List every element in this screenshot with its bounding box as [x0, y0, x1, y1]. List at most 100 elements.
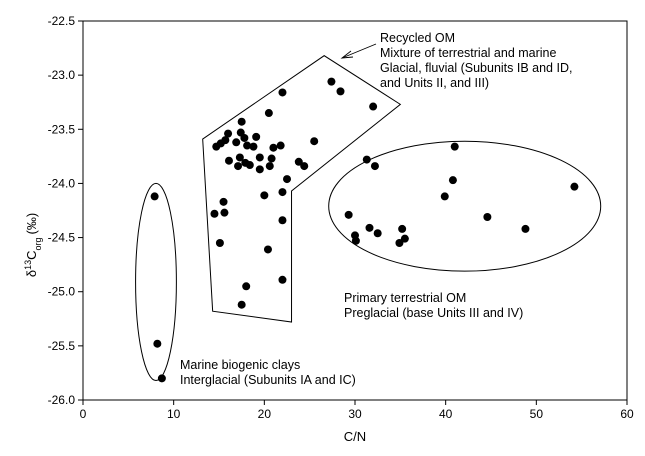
y-tick-label: -23.5 [48, 122, 76, 136]
data-point [294, 157, 303, 166]
data-point [224, 129, 233, 138]
data-point [157, 374, 166, 383]
y-axis-title-delta: δ [24, 270, 39, 277]
region-outlines [135, 55, 602, 382]
data-point [264, 109, 273, 118]
data-point [263, 245, 272, 254]
data-point [448, 176, 457, 185]
data-point [398, 224, 407, 233]
data-point [237, 117, 246, 126]
y-axis-title: δ13Corg (‰) [23, 213, 43, 277]
data-point [400, 234, 409, 243]
data-point [232, 138, 241, 147]
annotation-recycled-om-line-1: Recycled OM [380, 31, 455, 45]
data-point [150, 192, 159, 201]
data-point [365, 223, 374, 232]
data-point [278, 188, 287, 197]
y-tick-label: -25.5 [48, 339, 76, 353]
annotation-primary-terrestrial-om-line-2: Preglacial (base Units III and IV) [344, 306, 523, 320]
data-point [210, 209, 219, 218]
annotation-arrow-head [340, 50, 354, 59]
data-point [440, 192, 449, 201]
data-point [245, 161, 254, 170]
data-point [327, 77, 336, 86]
data-point [369, 102, 378, 111]
y-axis-title-superscript: 13 [23, 260, 33, 270]
y-tick-label: -24.5 [48, 231, 76, 245]
annotation-primary-terrestrial-om-line-1: Primary terrestrial OM [344, 291, 466, 305]
y-tick-label: -25.0 [48, 285, 76, 299]
data-point [310, 137, 319, 146]
data-point [276, 141, 285, 150]
data-point [255, 165, 264, 174]
annotation-recycled-om-line-3: Glacial, fluvial (Subunits IB and ID, [380, 61, 572, 75]
data-point [249, 142, 258, 151]
data-point [235, 153, 244, 162]
annotation-arrow-line [341, 43, 377, 59]
x-tick-label: 20 [258, 407, 272, 421]
data-point [362, 155, 371, 164]
marine-biogenic-clays-region [135, 182, 177, 382]
data-point [221, 136, 230, 145]
data-point [243, 141, 252, 150]
data-point [153, 339, 162, 348]
y-tick-label: -24.0 [48, 176, 76, 190]
data-point [370, 162, 379, 171]
data-point [215, 238, 224, 247]
data-point [260, 191, 269, 200]
data-point [278, 88, 287, 97]
x-tick-label: 60 [620, 407, 634, 421]
data-point [219, 197, 228, 206]
data-point [336, 87, 345, 96]
annotation-marine-biogenic-clays-line-2: Interglacial (Subunits IA and IC) [180, 373, 356, 387]
data-point [351, 236, 360, 245]
data-point [344, 210, 353, 219]
x-tick-label: 40 [439, 407, 453, 421]
recycled-om-region [202, 55, 402, 323]
data-point [220, 208, 229, 217]
y-tick-label: -23.0 [48, 68, 76, 82]
data-point [300, 162, 309, 171]
data-point [373, 229, 382, 238]
arrow-to-recycled-region [340, 43, 377, 59]
data-points [150, 77, 579, 383]
data-point [450, 142, 459, 151]
data-point [255, 153, 264, 162]
svg-text:δ13Corg(‰): δ13Corg (‰) [23, 213, 43, 277]
data-point [570, 182, 579, 191]
data-point [521, 224, 530, 233]
primary-terrestrial-om-region [328, 140, 602, 272]
data-point [265, 162, 274, 171]
plot-frame [82, 20, 628, 401]
data-point [269, 143, 278, 152]
x-tick-label: 50 [530, 407, 544, 421]
y-axis-title-unit: (‰) [24, 213, 39, 235]
y-tick-label: -26.0 [48, 393, 76, 407]
data-point [242, 282, 251, 291]
y-tick-label: -22.5 [48, 14, 76, 28]
x-axis-title: C/N [344, 429, 366, 444]
annotation-marine-biogenic-clays: Marine biogenic clays Interglacial (Subu… [180, 358, 356, 387]
x-tick-label: 30 [348, 407, 362, 421]
y-axis-title-element: C [24, 251, 39, 260]
annotation-recycled-om-line-2: Mixture of terrestrial and marine [380, 46, 557, 60]
data-point [240, 133, 249, 142]
y-axis-title-subscript: org [33, 238, 43, 251]
data-point [283, 175, 291, 184]
data-point [278, 216, 287, 225]
data-point [395, 238, 404, 247]
y-axis-ticks: -22.5 -23.0 -23.5 -24.0 -24.5 -25.0 -25.5 -26.0 [48, 14, 83, 407]
annotation-marine-biogenic-clays-line-1: Marine biogenic clays [180, 358, 300, 372]
data-point [278, 275, 287, 284]
x-tick-label: 10 [167, 407, 181, 421]
data-point [237, 300, 246, 309]
data-point [483, 212, 492, 221]
annotation-recycled-om-line-4: and Units II, and III) [380, 76, 489, 90]
data-point [224, 156, 233, 165]
data-point [252, 132, 261, 141]
annotation-recycled-om: Recycled OM Mixture of terrestrial and m… [380, 31, 576, 90]
data-point [234, 162, 243, 171]
data-point [267, 154, 276, 163]
